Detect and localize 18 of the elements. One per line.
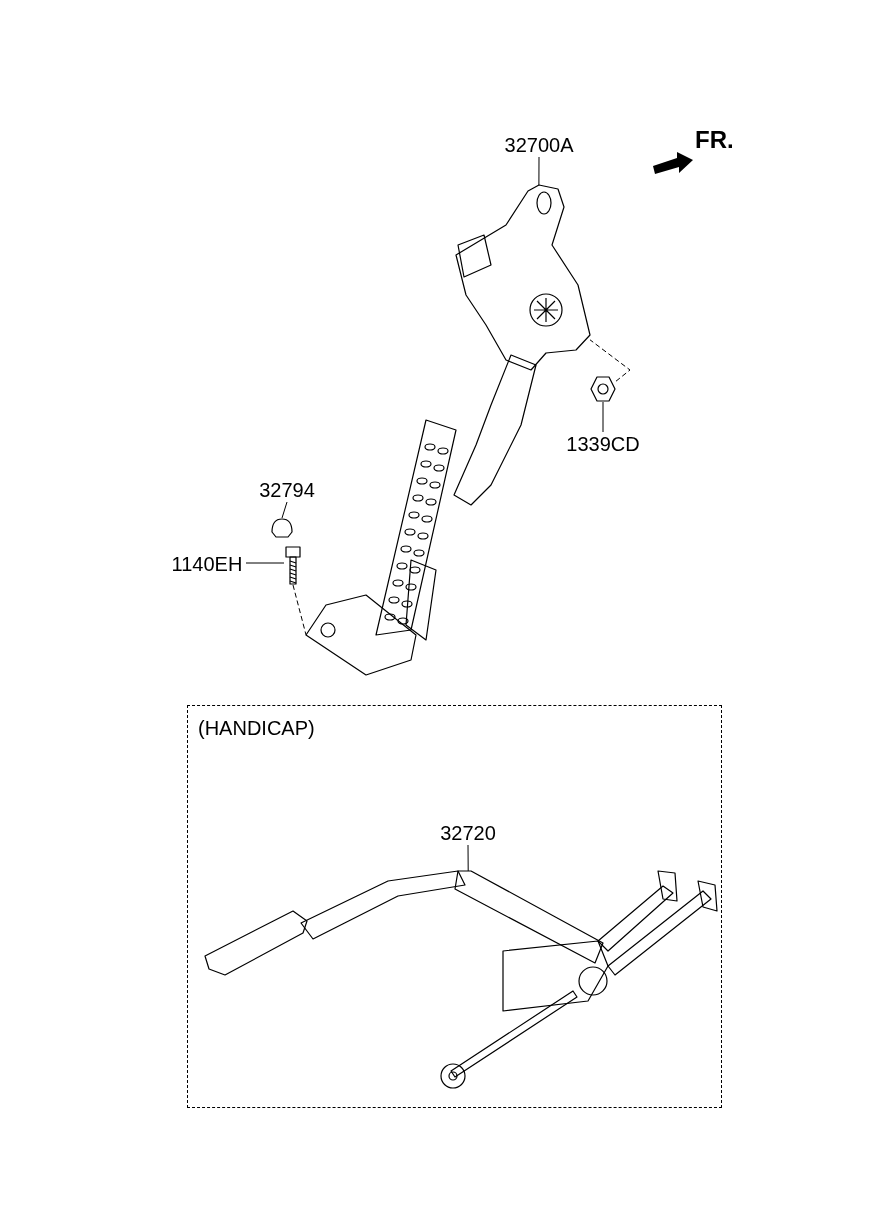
part-number: 32700A <box>498 133 580 157</box>
part-number: 32720 <box>436 821 500 845</box>
leader-line <box>538 156 540 186</box>
part-number: 1339CD <box>562 432 644 456</box>
leader-line <box>467 844 469 872</box>
leader-line <box>292 584 307 636</box>
leader-line <box>245 562 285 564</box>
direction-label: FR. <box>695 128 734 152</box>
group-title: (HANDICAP) <box>198 716 315 740</box>
leader-line <box>602 401 604 433</box>
leader-line <box>281 501 288 519</box>
leader-line <box>589 339 631 382</box>
part-number: 1140EH <box>168 552 246 574</box>
cap-drawing <box>270 518 294 538</box>
part-number: 32794 <box>255 478 319 502</box>
group-frame <box>187 705 722 1108</box>
bolt-drawing <box>284 545 302 585</box>
nut-drawing <box>590 376 616 402</box>
